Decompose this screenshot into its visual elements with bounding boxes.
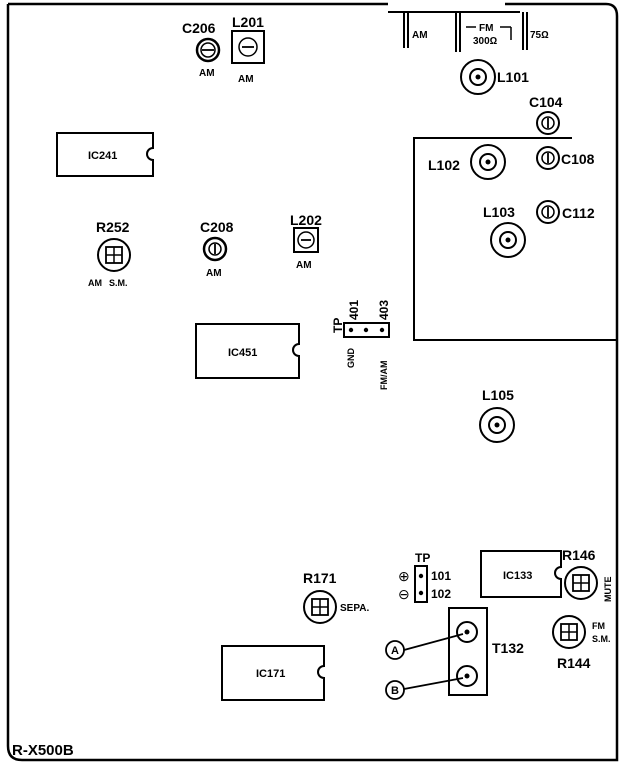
- variable-resistor-r171[interactable]: R171 SEPA.: [303, 570, 369, 624]
- r144-note-fm: FM: [592, 621, 605, 631]
- t132-point-a: A: [391, 645, 399, 657]
- coil-l105[interactable]: L105: [479, 387, 515, 443]
- tp-minus-symbol: ⊖: [398, 586, 410, 602]
- coil-l102[interactable]: L102: [428, 144, 506, 180]
- antenna-fm-label: FM: [479, 23, 493, 34]
- tp-plus-symbol: ⊕: [398, 568, 410, 584]
- c206-ref: C206: [182, 20, 216, 36]
- tp-403-label: 403: [377, 300, 391, 320]
- ic-ic171: IC171: [221, 645, 325, 701]
- variable-resistor-r144[interactable]: FM S.M. R144: [552, 615, 611, 671]
- r146-ref: R146: [562, 547, 596, 563]
- r171-note: SEPA.: [340, 603, 369, 614]
- test-point-tp101-tp102[interactable]: TP ⊕ ⊖ 101 102: [398, 551, 451, 603]
- tp-bottom-label: TP: [415, 551, 430, 565]
- ic241-label: IC241: [88, 150, 117, 162]
- r252-note-sm: S.M.: [109, 278, 128, 288]
- tp-401-label: 401: [347, 300, 361, 320]
- tp-gnd-label: GND: [346, 348, 356, 369]
- coil-l201[interactable]: L201 AM: [231, 14, 265, 85]
- c108-ref: C108: [561, 151, 595, 167]
- c112-ref: C112: [562, 205, 595, 221]
- ic171-label: IC171: [256, 668, 285, 680]
- l202-note: AM: [296, 260, 312, 271]
- t132-ref: T132: [492, 640, 524, 656]
- tp-102-label: 102: [431, 587, 451, 601]
- r144-ref: R144: [557, 655, 591, 671]
- variable-resistor-r146[interactable]: R146 MUTE: [562, 547, 613, 602]
- ic-ic241: IC241: [56, 132, 154, 177]
- tp-fmam-label: FM/AM: [379, 361, 389, 391]
- board-model-label: R-X500B: [12, 742, 74, 759]
- c208-ref: C208: [200, 219, 234, 235]
- trimmer-c104[interactable]: C104: [529, 94, 563, 135]
- trimmer-c112[interactable]: C112: [536, 200, 595, 224]
- board-outline: [6, 2, 619, 762]
- l201-note: AM: [238, 74, 254, 85]
- l102-ref: L102: [428, 157, 460, 173]
- r146-note: MUTE: [603, 577, 613, 603]
- trimmer-c208[interactable]: C208 AM: [200, 219, 234, 279]
- transformer-t132[interactable]: T132 A B: [385, 607, 524, 700]
- trimmer-c108[interactable]: C108: [536, 146, 595, 170]
- tp-101-label: 101: [431, 569, 451, 583]
- r252-ref: R252: [96, 219, 130, 235]
- coil-l101[interactable]: L101: [460, 59, 529, 95]
- l105-ref: L105: [482, 387, 514, 403]
- c206-note: AM: [199, 68, 215, 79]
- antenna-fm-75-label: 75Ω: [530, 30, 549, 41]
- coil-l103[interactable]: L103: [483, 204, 526, 258]
- l101-ref: L101: [497, 69, 529, 85]
- r171-ref: R171: [303, 570, 337, 586]
- c208-note: AM: [206, 268, 222, 279]
- fm-frontend-shield: [413, 137, 617, 341]
- l202-ref: L202: [290, 212, 322, 228]
- antenna-terminal: AM FM 300Ω 75Ω: [388, 11, 549, 52]
- l103-ref: L103: [483, 204, 515, 220]
- ic-ic451: IC451: [195, 323, 300, 379]
- test-point-tp401-tp403[interactable]: TP 401 403 GND FM/AM: [331, 300, 391, 390]
- coil-l202[interactable]: L202 AM: [290, 212, 322, 271]
- ic133-label: IC133: [503, 570, 532, 582]
- t132-point-b: B: [391, 685, 399, 697]
- tp-top-label: TP: [331, 318, 345, 333]
- c104-ref: C104: [529, 94, 563, 110]
- ic451-label: IC451: [228, 347, 257, 359]
- l201-ref: L201: [232, 14, 264, 30]
- r144-note-sm: S.M.: [592, 634, 611, 644]
- antenna-am-label: AM: [412, 30, 428, 41]
- variable-resistor-r252[interactable]: R252 AM S.M.: [88, 219, 131, 288]
- trimmer-c206[interactable]: C206 AM: [182, 20, 221, 79]
- antenna-fm-300-label: 300Ω: [473, 36, 498, 47]
- ic-ic133: IC133: [480, 550, 562, 598]
- r252-note-am: AM: [88, 278, 102, 288]
